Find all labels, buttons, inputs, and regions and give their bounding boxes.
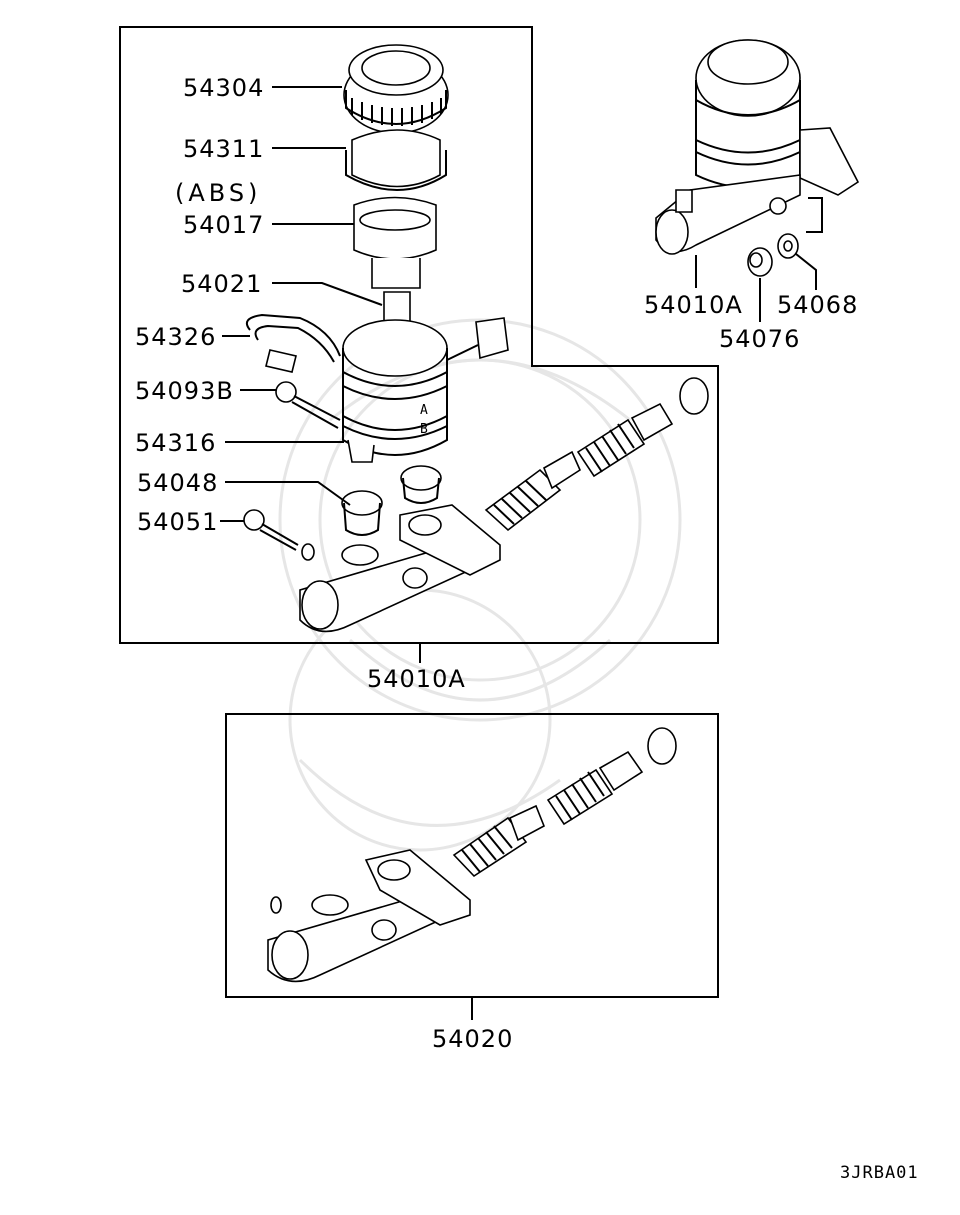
label-54020: 54020 [432, 1025, 513, 1053]
master-cylinder-body-abs [299, 504, 501, 633]
leader-lines [220, 86, 817, 1020]
reservoir-mark-a: A [420, 403, 429, 418]
label-54068: 54068 [777, 291, 858, 319]
label-54326: 54326 [135, 323, 216, 351]
level-sensor-54017 [353, 196, 437, 289]
label-54311: 54311 [183, 135, 264, 163]
reservoir-body-54316: A B [342, 317, 509, 463]
label-54304: 54304 [183, 74, 264, 102]
label-abs: (ABS) [175, 179, 261, 207]
bolt-54051 [243, 509, 315, 561]
reservoir-mark-b: B [420, 422, 429, 437]
label-54010A-abs: 54010A [367, 665, 466, 693]
screw-54093B [275, 381, 341, 429]
label-54316: 54316 [135, 429, 216, 457]
label-54048: 54048 [137, 469, 218, 497]
washer-54068 [777, 233, 799, 259]
label-54010A-right: 54010A [644, 291, 743, 319]
label-54017: 54017 [183, 211, 264, 239]
grommets-54048 [341, 465, 442, 536]
strainer-54311 [345, 129, 447, 191]
label-54093B: 54093B [135, 377, 234, 405]
bushing-54076 [747, 247, 773, 277]
master-cylinder-assembly-lower [267, 727, 677, 983]
reservoir-cap-54304 [343, 44, 449, 134]
label-54076: 54076 [719, 325, 800, 353]
abs-assembly-frame [119, 26, 719, 644]
piston-kit-upper [484, 377, 709, 532]
hose-54326 [246, 313, 341, 373]
master-cylinder-assembly-right [655, 39, 860, 277]
label-54021: 54021 [181, 270, 262, 298]
label-54051: 54051 [137, 508, 218, 536]
figure-code: 3JRBA01 [840, 1163, 919, 1183]
